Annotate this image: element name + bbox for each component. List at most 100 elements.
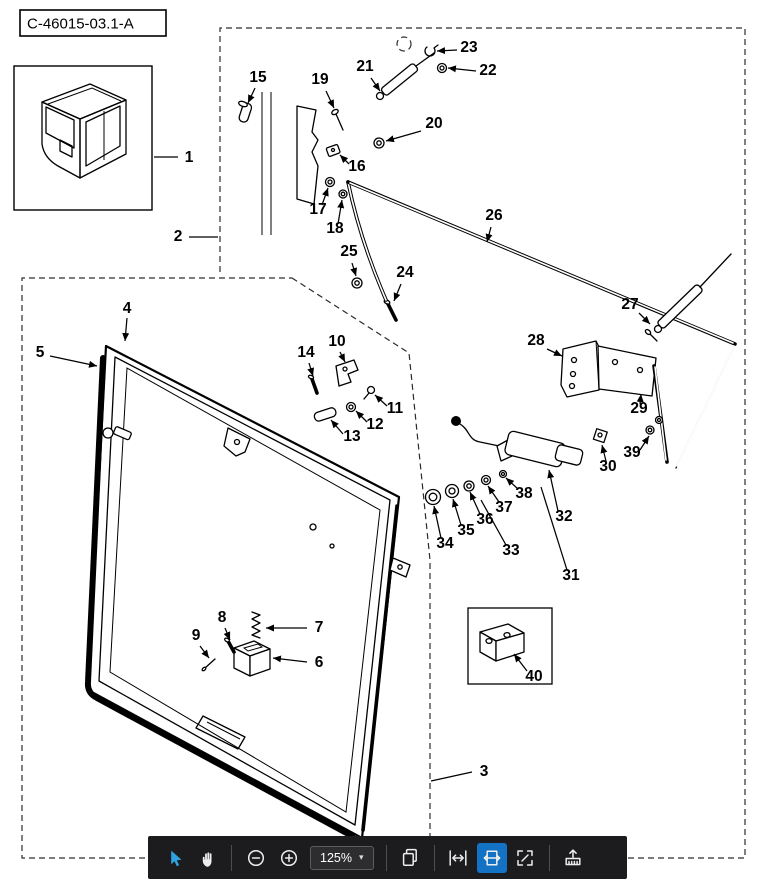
callout-label-31: 31: [562, 567, 580, 584]
callout-label-9: 9: [192, 627, 201, 644]
callout-leader-18: [337, 199, 345, 225]
callout-leader-38: [505, 477, 519, 490]
callout-label-28: 28: [527, 332, 545, 349]
callout-leader-33: [480, 499, 507, 546]
callout-label-39: 39: [623, 444, 641, 461]
print-scale-icon: [565, 848, 581, 865]
print-scale-button[interactable]: [557, 839, 590, 877]
callout-label-2: 2: [174, 228, 183, 245]
copy-icon: [402, 848, 417, 866]
callout-label-4: 4: [123, 300, 132, 317]
callout-label-10: 10: [328, 333, 345, 350]
callout-label-21: 21: [356, 58, 374, 75]
callout-leader-39: [639, 435, 650, 451]
spring: [251, 611, 261, 639]
zoom-level-value: 125%: [320, 850, 352, 865]
callout-label-8: 8: [218, 609, 227, 626]
pointer-icon: [170, 850, 181, 866]
callout-leader-5: [49, 355, 98, 368]
callout-label-20: 20: [425, 115, 442, 132]
hinge-parts: [307, 359, 376, 422]
callout-leader-31: [540, 486, 568, 571]
zoom-in-button[interactable]: [272, 839, 305, 877]
pointer-tool-button[interactable]: [158, 839, 191, 877]
torsion-rod: [346, 180, 737, 469]
gas-strut-right-linkage: [560, 253, 732, 464]
callout-label-6: 6: [315, 654, 324, 671]
callout-label-24: 24: [396, 264, 414, 281]
callout-leader-29: [636, 393, 644, 405]
callout-leader-35: [452, 498, 462, 526]
callout-leader-24: [393, 283, 402, 302]
callout-leader-37: [487, 485, 500, 503]
callout-leader-4: [122, 317, 130, 342]
pan-tool-button[interactable]: [191, 839, 224, 877]
callout-leader-9: [199, 645, 210, 659]
callout-label-3: 3: [480, 763, 489, 780]
callout-leader-23: [436, 47, 458, 55]
fit-width-button[interactable]: [442, 839, 475, 877]
callout-leader-11: [374, 394, 388, 407]
drawing-code-box: C-46015-03.1-A: [19, 9, 167, 37]
callout-leader-20: [385, 130, 422, 143]
fit-page-icon: [483, 849, 500, 866]
callout-leader-34: [432, 505, 442, 539]
callout-leader-27: [638, 312, 651, 325]
callout-label-18: 18: [326, 220, 344, 237]
cab-thumbnail: [13, 65, 153, 211]
region-outline-main: [219, 27, 746, 859]
window-seal: [84, 355, 355, 839]
window-frame: [84, 344, 411, 840]
fullscreen-button[interactable]: [509, 839, 542, 877]
callout-label-38: 38: [515, 485, 533, 502]
zoom-out-button[interactable]: [239, 839, 272, 877]
callout-label-1: 1: [185, 149, 194, 166]
callout-label-26: 26: [485, 207, 503, 224]
hand-icon: [202, 851, 211, 867]
callout-label-17: 17: [309, 201, 326, 218]
callout-label-36: 36: [476, 511, 494, 528]
toolbar-divider: [433, 844, 435, 871]
callout-leader-17: [321, 187, 329, 206]
fit-page-button[interactable]: [476, 842, 507, 873]
callout-label-27: 27: [621, 296, 638, 313]
callout-label-16: 16: [348, 158, 366, 175]
callout-label-11: 11: [387, 400, 404, 417]
callout-label-30: 30: [599, 458, 616, 475]
callout-leader-16: [339, 154, 350, 165]
callout-label-34: 34: [436, 535, 454, 552]
fullscreen-icon: [517, 849, 533, 866]
copy-button[interactable]: [394, 839, 427, 877]
latch-block-parts: [201, 611, 271, 677]
callout-leader-10: [338, 351, 346, 363]
callout-label-5: 5: [36, 344, 45, 361]
callout-leader-13: [330, 419, 344, 435]
callout-leader-30: [600, 444, 608, 462]
callout-label-29: 29: [630, 400, 648, 417]
callout-label-15: 15: [249, 69, 267, 86]
callout-label-13: 13: [343, 428, 361, 445]
callout-label-19: 19: [311, 71, 329, 88]
callout-label-40: 40: [525, 668, 542, 685]
toolbar-divider: [548, 844, 550, 871]
callout-leader-12: [355, 410, 368, 423]
callout-label-14: 14: [297, 344, 315, 361]
zoom-in-icon: [280, 849, 297, 866]
callout-leader-19: [325, 90, 335, 109]
callout-leader-22: [447, 65, 477, 73]
gas-strut-left: [375, 36, 448, 101]
callout-leader-28: [546, 348, 563, 357]
upper-hardware: [238, 92, 398, 322]
callout-leader-36: [469, 491, 481, 515]
toolbar-divider: [231, 844, 232, 871]
viewer-toolbar: 125% ▾: [148, 836, 627, 879]
zoom-level-select[interactable]: 125% ▾: [310, 845, 374, 870]
fit-width-icon: [449, 849, 467, 866]
callout-leader-3: [430, 771, 473, 782]
latch-actuator: [424, 416, 584, 506]
callout-label-33: 33: [502, 542, 520, 559]
callout-leader-8: [223, 627, 231, 641]
callout-leader-21: [370, 77, 381, 92]
